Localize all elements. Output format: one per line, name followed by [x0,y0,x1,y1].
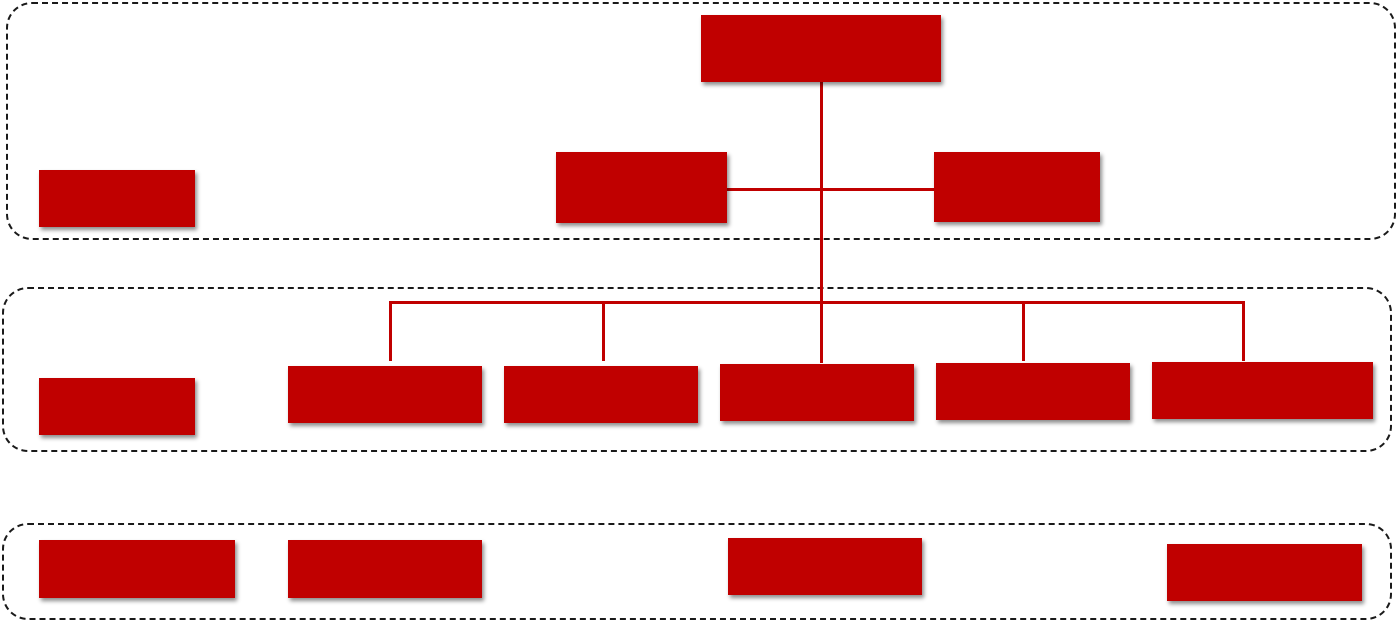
group-bottom [2,523,1392,620]
assistant-node-right [934,152,1100,222]
child-node-2 [504,366,698,423]
child-node-4 [936,363,1130,420]
connector-child-5 [1242,301,1245,361]
assistant-node-left [556,152,727,223]
bottom-node-4 [1167,544,1362,601]
connector-child-2 [602,301,605,361]
connector-assistants-horizontal [727,188,934,191]
connector-child-4 [1022,301,1025,361]
connector-root-vertical [820,82,823,363]
level-label-top [39,170,195,227]
child-node-5 [1152,362,1373,419]
child-node-3 [720,364,914,421]
bottom-node-3 [728,538,922,595]
group-top [6,2,1396,240]
group-middle [2,287,1392,452]
level-label-middle [39,378,195,435]
connector-child-1 [389,301,392,361]
bottom-node-1 [39,540,235,598]
bottom-node-2 [288,540,482,598]
child-node-1 [288,366,482,423]
root-node [701,15,941,82]
connector-children-horizontal [389,301,1245,304]
